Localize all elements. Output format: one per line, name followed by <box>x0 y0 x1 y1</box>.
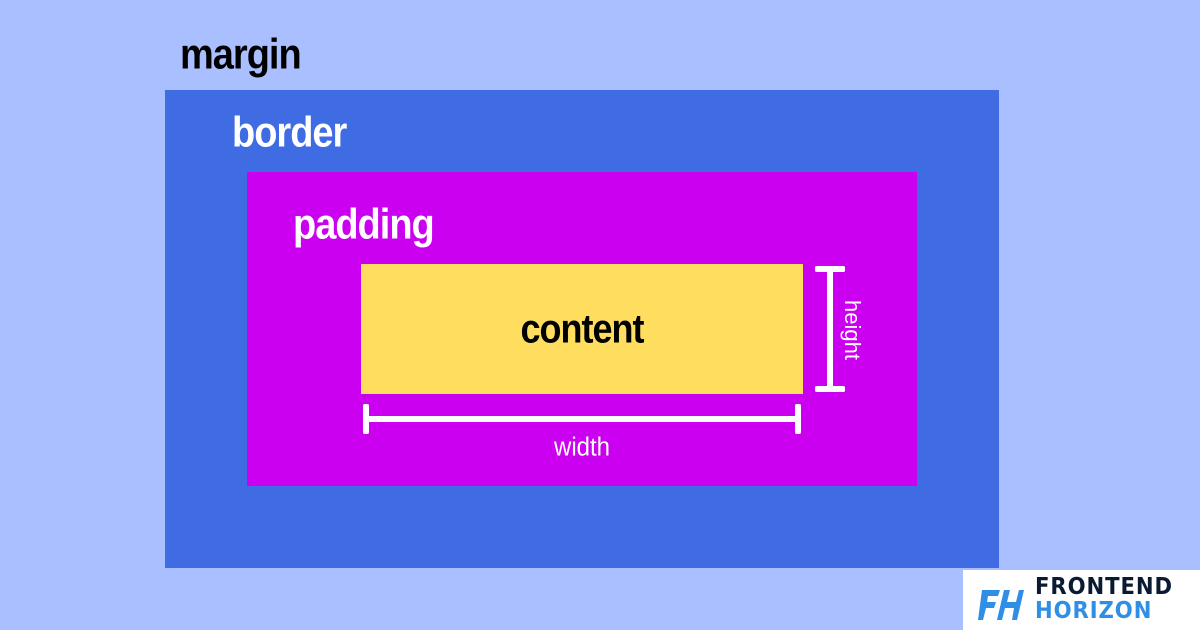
border-label: border <box>232 109 347 157</box>
brand-line-1: FRONTEND <box>1035 574 1173 600</box>
margin-label: margin <box>180 31 302 79</box>
height-dimension-line <box>815 266 845 392</box>
border-box: border padding content width height <box>165 90 999 568</box>
width-dimension-line <box>363 404 801 434</box>
padding-label: padding <box>293 201 435 249</box>
content-box: content <box>361 264 803 394</box>
fh-monogram-icon <box>978 590 1024 620</box>
height-label: height <box>840 300 865 360</box>
frontend-horizon-logo: FRONTEND HORIZON <box>963 570 1200 630</box>
padding-box: padding content width height <box>247 172 917 486</box>
brand-line-2: HORIZON <box>1035 598 1153 624</box>
width-label: width <box>553 432 611 463</box>
content-label: content <box>520 305 645 352</box>
